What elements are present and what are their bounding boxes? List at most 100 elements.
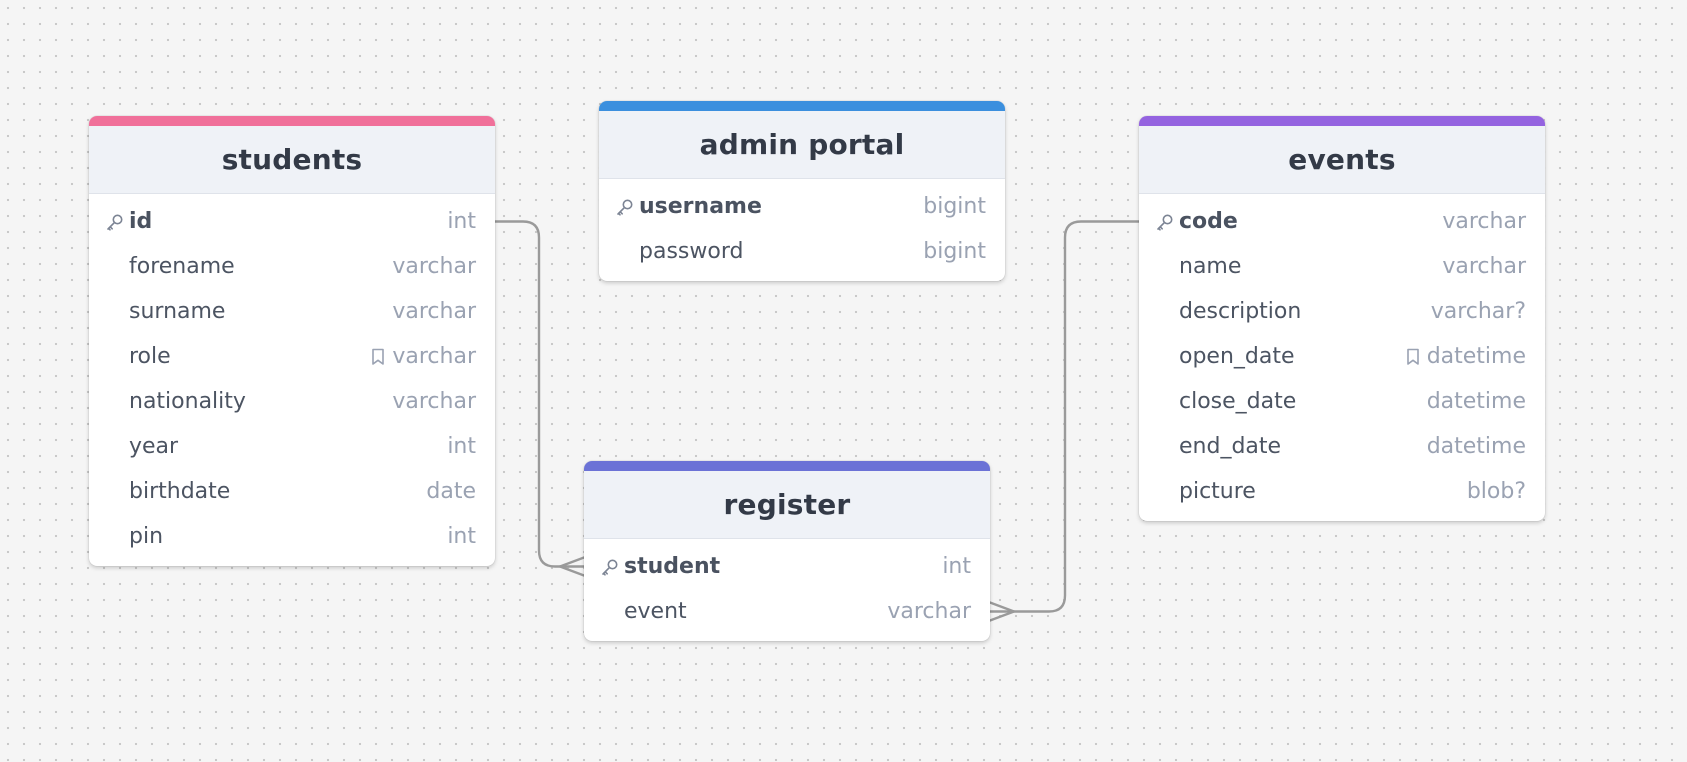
field-row-surname[interactable]: surname varchar [89,289,495,334]
field-type-group: int [447,434,476,459]
field-type-group: varchar [370,344,476,369]
field-type: int [942,554,971,579]
field-type: int [447,524,476,549]
field-row-pin[interactable]: pin int [89,514,495,559]
field-type-group: datetime [1427,389,1526,414]
field-type-group: bigint [923,239,986,264]
field-icon-slot [1155,212,1179,232]
field-type: varchar [392,389,476,414]
table-title: events [1288,143,1396,176]
field-type: varchar [392,299,476,324]
field-type-group: bigint [923,194,986,219]
field-row-open-date[interactable]: open_date datetime [1139,334,1545,379]
field-name: open_date [1179,344,1295,369]
field-row-birthdate[interactable]: birthdate date [89,469,495,514]
table-accent-bar [599,101,1005,111]
field-name: year [129,434,179,459]
table-header[interactable]: register [584,471,990,539]
field-row-description[interactable]: description varchar? [1139,289,1545,334]
field-row-event[interactable]: event varchar [584,589,990,634]
table-accent-bar [584,461,990,471]
field-row-name[interactable]: name varchar [1139,244,1545,289]
field-type: varchar [1442,254,1526,279]
field-type: datetime [1426,344,1526,369]
field-type: varchar? [1430,299,1526,324]
field-type: int [447,434,476,459]
table-admin-portal[interactable]: admin portal username bigint password bigint [599,101,1005,281]
field-type-group: date [426,479,476,504]
field-name: name [1179,254,1242,279]
field-row-role[interactable]: role varchar [89,334,495,379]
table-header[interactable]: students [89,126,495,194]
field-type: bigint [923,239,986,264]
field-icon-slot [600,557,624,577]
field-type-group: blob? [1467,479,1526,504]
field-name: description [1179,299,1302,324]
field-type: varchar [1442,209,1526,234]
field-type: varchar [392,344,476,369]
field-name: password [639,239,744,264]
key-icon [600,557,620,577]
field-name: nationality [129,389,246,414]
field-name: surname [129,299,226,324]
field-name: forename [129,254,235,279]
field-type-group: varchar [392,299,476,324]
field-type: int [447,209,476,234]
field-type-group: int [942,554,971,579]
table-accent-bar [1139,116,1545,126]
crows-foot-register-event[interactable] [988,601,1016,622]
field-type: varchar [392,254,476,279]
table-header[interactable]: admin portal [599,111,1005,179]
table-register[interactable]: register student int event varchar [584,461,990,641]
field-row-username[interactable]: username bigint [599,184,1005,229]
relation-students-register[interactable] [493,220,586,568]
field-name: student [624,554,721,579]
field-name: birthdate [129,479,231,504]
field-row-student[interactable]: student int [584,544,990,589]
field-type-group: varchar [1442,254,1526,279]
field-type-group: varchar [887,599,971,624]
field-type: date [426,479,476,504]
table-title: admin portal [699,128,905,161]
field-row-nationality[interactable]: nationality varchar [89,379,495,424]
field-type: bigint [923,194,986,219]
field-type-group: varchar? [1431,299,1526,324]
field-name: role [129,344,171,369]
field-name: end_date [1179,434,1282,459]
field-type-group: int [447,209,476,234]
bookmark-icon[interactable] [370,348,386,366]
field-name: event [624,599,687,624]
crows-foot-register-student[interactable] [558,556,586,577]
field-type-group: datetime [1405,344,1526,369]
key-icon [615,197,635,217]
field-row-year[interactable]: year int [89,424,495,469]
field-type-group: int [447,524,476,549]
table-fields: student int event varchar [584,539,990,641]
field-icon-slot [105,212,129,232]
key-icon [105,212,125,232]
table-accent-bar [89,116,495,126]
field-icon-slot [615,197,639,217]
field-row-forename[interactable]: forename varchar [89,244,495,289]
key-icon [1155,212,1175,232]
field-name: username [639,194,762,219]
field-type-group: varchar [392,389,476,414]
field-type: datetime [1426,389,1526,414]
bookmark-icon[interactable] [1405,348,1421,366]
field-name: pin [129,524,164,549]
field-type: blob? [1466,479,1526,504]
field-type: varchar [887,599,971,624]
field-row-password[interactable]: password bigint [599,229,1005,274]
relation-events-register[interactable] [988,220,1141,613]
table-header[interactable]: events [1139,126,1545,194]
